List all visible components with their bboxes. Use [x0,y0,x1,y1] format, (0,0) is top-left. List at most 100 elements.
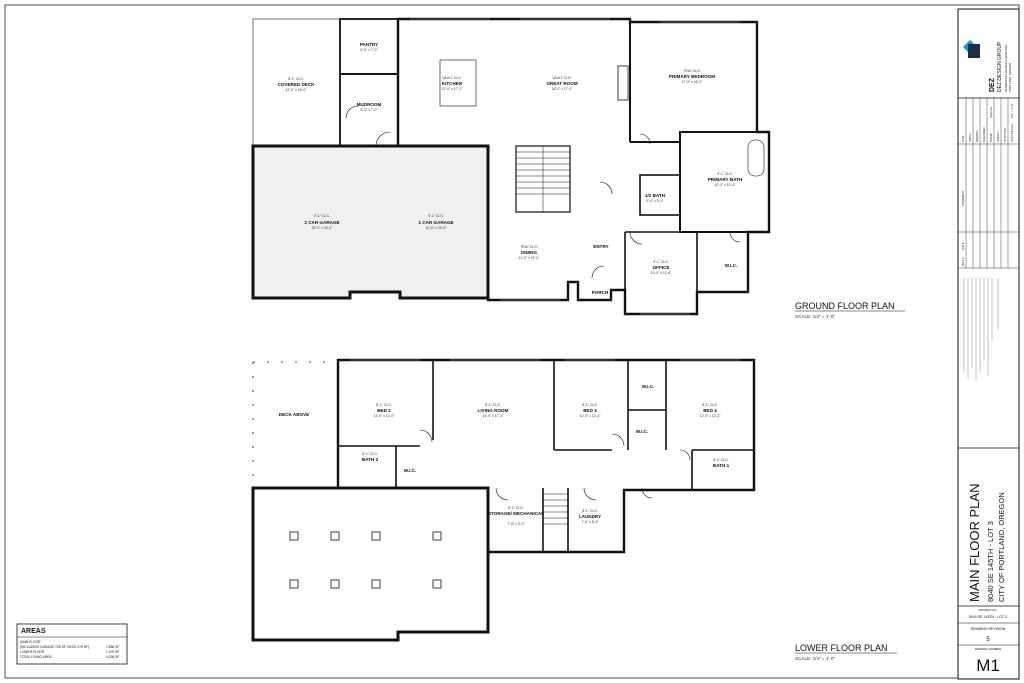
lower-floor-labels: DECK ABOVE 8'-1" CLG.BED 213'-0" x 11'-0… [279,384,897,661]
svg-text:COMMENT: COMMENT [961,190,965,206]
svg-text:13'-0" x 11'-0": 13'-0" x 11'-0" [374,414,395,418]
svg-text:KITCHEN: KITCHEN [442,81,463,86]
svg-text:Approve: Approve [989,106,993,118]
svg-text:6'-0" x 7'-0": 6'-0" x 7'-0" [360,108,378,112]
svg-text:1,470 SF: 1,470 SF [106,650,119,654]
sheet-border [4,4,1020,679]
svg-text:2,556 SF: 2,556 SF [106,645,119,649]
svg-text:VAULT CLG.: VAULT CLG. [552,76,571,80]
svg-text:BED 2: BED 2 [377,408,391,413]
fireplace [617,65,629,101]
svg-text:PRIMARY BEDROOM: PRIMARY BEDROOM [669,74,715,79]
svg-text:GREAT ROOM: GREAT ROOM [546,81,577,86]
areas-title: AREAS [21,628,46,635]
svg-text:(INCLUDING GARAGE 728 SF, DEC: (INCLUDING GARAGE 728 SF, DECK 276 SF) [20,645,89,649]
svg-text:10'-0" x 11'-6": 10'-0" x 11'-6" [651,271,672,275]
svg-text:PLOTTED: PLOTTED [1003,127,1007,142]
title-block: DEZ DEZ DESIGN GROUP RESIDENTIAL DESIGN … [957,8,1020,680]
svg-text:STORAGE/ MECHANICAL: STORAGE/ MECHANICAL [488,511,544,516]
svg-text:BED 3: BED 3 [583,408,597,413]
areas-table: AREAS MAIN FLOOR (INCLUDING GARAGE 728 S… [16,623,128,665]
info-rows [958,98,1019,145]
room-bath-2: 8'-1" CLG.BATH 2 [362,452,379,462]
svg-text:TRAY CLG.: TRAY CLG. [683,69,701,73]
svg-text:RESIDENTIAL DESIGN & DRAFTING: RESIDENTIAL DESIGN & DRAFTING [1004,45,1008,92]
bathtub [747,139,765,177]
svg-text:1/2 BATH: 1/2 BATH [645,193,666,198]
svg-text:7'-6" x 8'-6": 7'-6" x 8'-6" [581,520,599,524]
project-number: 8040 SE 145TH - LOT 3 [969,615,1007,619]
svg-text:10'-0" x 10'-4": 10'-0" x 10'-4" [715,183,737,187]
svg-text:BED 4: BED 4 [703,408,717,413]
room-wic-bed2: W.I.C. [404,468,417,473]
svg-text:MAIN FLOOR: MAIN FLOOR [20,640,41,644]
svg-text:8'-1" CLG.: 8'-1" CLG. [713,458,729,462]
sheet-title: MAIN FLOOR PLAN [967,484,982,602]
piers [289,531,442,589]
room-bed-4: 8'-1" CLG.BED 412'-0" x 12'-2" [700,403,722,418]
project-city: CITY OF PORTLAND, OREGON [997,492,1006,602]
svg-text:12'-0" x 12'-2": 12'-0" x 12'-2" [700,414,722,418]
svg-text:DRAWING REVISION: DRAWING REVISION [971,627,1006,631]
svg-text:12'-0" x 16'-0": 12'-0" x 16'-0" [286,88,308,92]
svg-text:DEZ DESIGN GROUP: DEZ DESIGN GROUP [997,41,1003,92]
room-bed-2: 8'-1" CLG.BED 213'-0" x 11'-0" [374,403,395,418]
svg-text:16'-0" x 17'-0": 16'-0" x 17'-0" [483,414,505,418]
svg-text:PROJECT NO.: PROJECT NO. [979,608,998,612]
kitchen-island [439,59,477,107]
room-wic-bed3: W.I.C. [636,429,649,434]
ground-floor-title: GROUND FLOOR PLAN [795,301,895,311]
half-bath-outline [639,174,681,216]
svg-text:MUDROOM: MUDROOM [357,102,382,107]
svg-text:11'-0" x 12'-0": 11'-0" x 12'-0" [519,256,540,260]
svg-text:9'-1" CLG.: 9'-1" CLG. [314,214,330,218]
svg-text:1 CAR GARAGE: 1 CAR GARAGE [418,220,453,225]
svg-text:10'-0" x 12'-2": 10'-0" x 12'-2" [580,414,602,418]
svg-text:W.I.C.: W.I.C. [636,429,649,434]
svg-text:10'-0" x 23'-6": 10'-0" x 23'-6" [426,226,448,230]
svg-text:W.I.C.: W.I.C. [642,384,655,389]
svg-text:8'-1" CLG.: 8'-1" CLG. [582,403,598,407]
svg-text:9'-1" CLG.: 9'-1" CLG. [653,260,669,264]
svg-text:OFFICE: OFFICE [653,265,670,270]
svg-text:8'-1" CLG.: 8'-1" CLG. [288,77,304,81]
lower-floor-plan [251,358,756,642]
svg-text:8'-1" CLG.: 8'-1" CLG. [702,403,718,407]
project-address: 8040 SE 145TH - LOT 3 [986,521,995,602]
svg-text:TOTAL LIVING AREA: TOTAL LIVING AREA [20,655,52,659]
svg-text:8'-1" CLG.: 8'-1" CLG. [582,509,598,513]
svg-text:DATE: DATE [961,242,965,250]
lower-floor-title: LOWER FLOOR PLAN [795,643,888,653]
svg-text:ENTRY: ENTRY [593,244,608,249]
svg-text:6'-0" x 7'-0": 6'-0" x 7'-0" [360,48,378,52]
svg-text:4,026 SF: 4,026 SF [106,655,119,659]
svg-text:VAULT CLG.: VAULT CLG. [442,76,461,80]
svg-text:SHEET: SHEET [996,132,1000,142]
svg-text:18'-0" x 17'-0": 18'-0" x 17'-0" [552,87,574,91]
svg-text:CAD: CAD [961,135,965,142]
svg-text:PRIMARY BATH: PRIMARY BATH [708,177,743,182]
svg-text:1/4" = 1'-0": 1/4" = 1'-0" [1010,103,1014,118]
svg-text:DESIGN: DESIGN [975,130,979,142]
svg-text:7'-6" x 9'-0": 7'-6" x 9'-0" [507,522,525,526]
svg-text:8'-1" CLG.: 8'-1" CLG. [485,403,501,407]
svg-text:BATH 2: BATH 2 [362,457,379,462]
svg-text:8'-1" CLG.: 8'-1" CLG. [362,452,378,456]
svg-text:COVERED DECK: COVERED DECK [277,82,315,87]
revision-table [958,144,1019,269]
svg-text:2 CAR GARAGE: 2 CAR GARAGE [304,220,339,225]
svg-text:PORCH: PORCH [592,290,609,295]
crawlspace-outline [251,486,490,642]
svg-text:8'-1" CLG.: 8'-1" CLG. [376,403,392,407]
